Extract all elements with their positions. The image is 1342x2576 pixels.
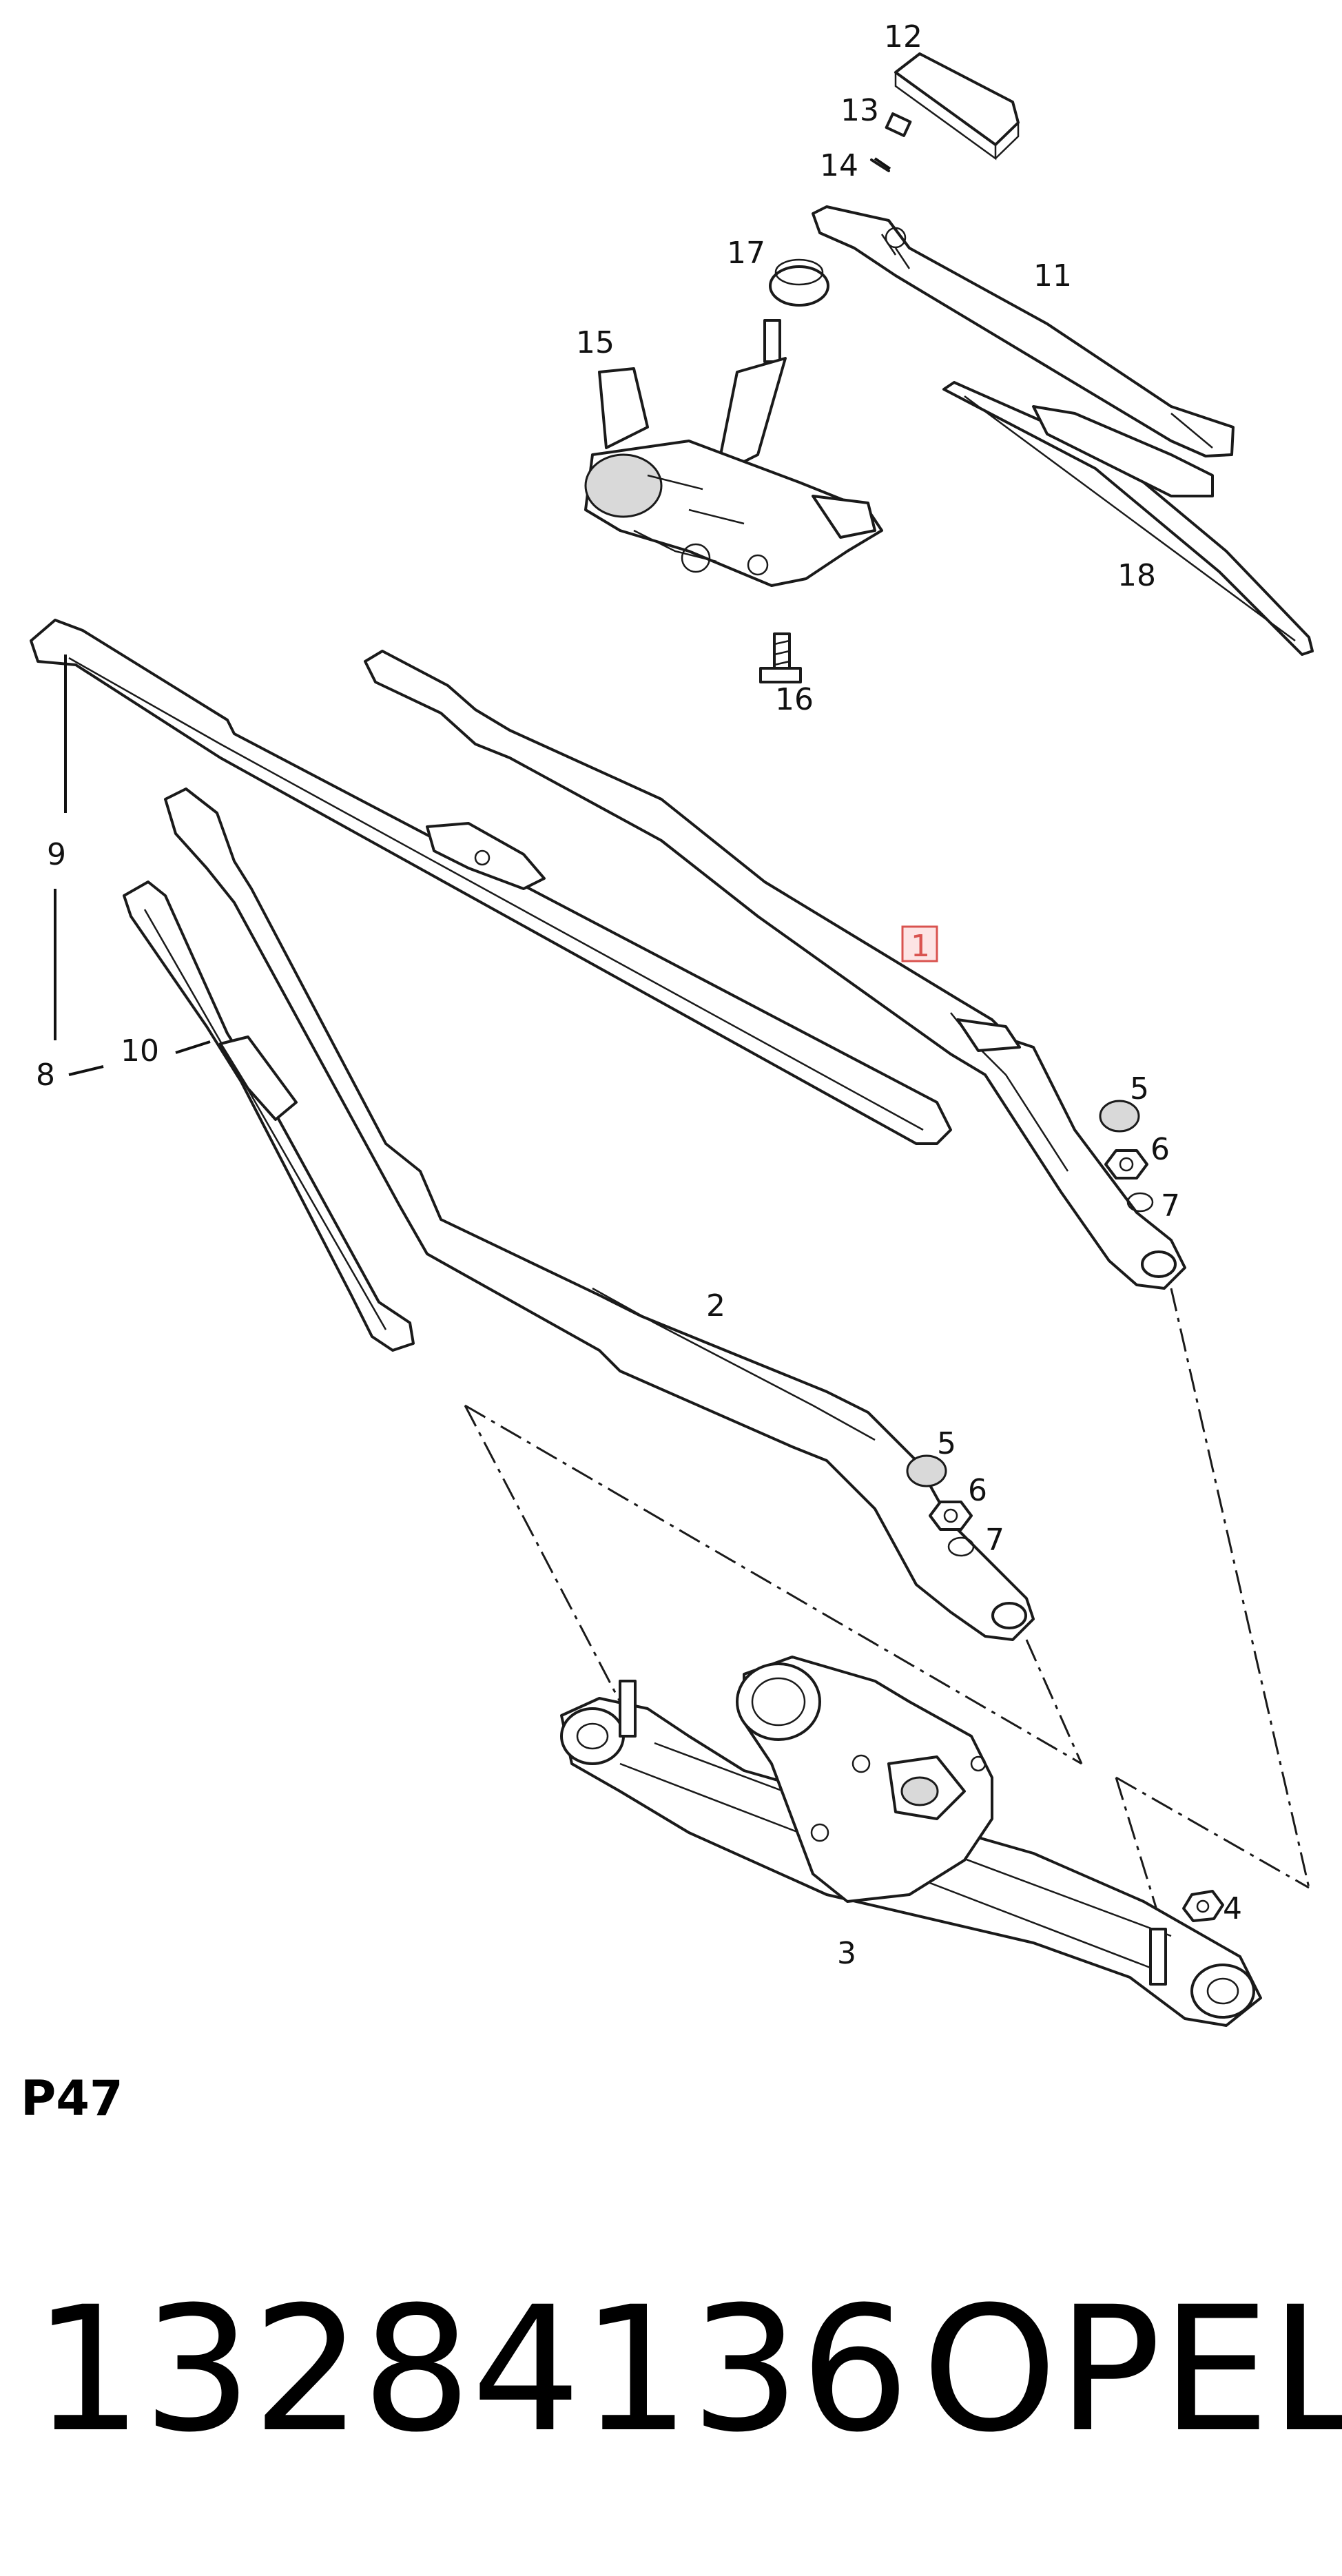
rear-wiper-nut-part[interactable]	[885, 112, 912, 137]
arm-nut-part-b[interactable]	[929, 1501, 973, 1531]
footer: 13284136 OPEL	[33, 2267, 1342, 2473]
rear-wiper-arm-part[interactable]	[812, 205, 1235, 457]
rear-wiper-cap-part[interactable]	[894, 52, 1020, 161]
callout-7a[interactable]: 7	[1161, 1188, 1180, 1224]
page-code: P47	[21, 2070, 123, 2127]
callout-3[interactable]: 3	[837, 1936, 856, 1971]
callout-16[interactable]: 16	[775, 682, 814, 717]
arm-cap-part-b[interactable]	[906, 1454, 947, 1487]
callout-9[interactable]: 9	[47, 837, 66, 872]
callout-17[interactable]: 17	[727, 236, 765, 271]
callout-2[interactable]: 2	[706, 1288, 725, 1323]
callout-18[interactable]: 18	[1117, 558, 1156, 593]
callout-1[interactable]: 1	[911, 929, 930, 964]
arm-nut-part-a[interactable]	[1104, 1149, 1148, 1179]
callout-15[interactable]: 15	[576, 325, 615, 360]
brand-name: OPEL	[922, 2269, 1342, 2470]
exploded-parts-diagram: 1 2 3 4 5 6 7 5 6 7 8 9 10 11 12 13 14 1…	[30, 19, 1314, 2027]
front-wiper-arm-passenger-part[interactable]	[164, 787, 1035, 1641]
highlight-box	[901, 925, 938, 962]
arm-washer-part-b[interactable]	[947, 1536, 975, 1557]
callout-5b[interactable]: 5	[937, 1426, 956, 1461]
wiper-linkage-motor-part[interactable]	[560, 1656, 1262, 2027]
arm-cap-part-a[interactable]	[1099, 1100, 1140, 1133]
rear-wiper-washer-part[interactable]	[870, 158, 890, 172]
rear-wiper-motor-part[interactable]	[584, 319, 883, 587]
callout-10[interactable]: 10	[121, 1033, 159, 1069]
motor-bolt-part[interactable]	[759, 632, 802, 683]
linkage-nut-part[interactable]	[1182, 1890, 1224, 1922]
arm-washer-part-a[interactable]	[1126, 1192, 1154, 1213]
callout-6a[interactable]: 6	[1150, 1132, 1170, 1167]
front-wiper-arm-driver-part[interactable]	[364, 650, 1186, 1290]
front-wiper-blade-passenger-part[interactable]	[123, 880, 415, 1352]
callout-leaders	[54, 157, 891, 1076]
callout-12[interactable]: 12	[884, 19, 922, 54]
assembly-guide-lines	[464, 1288, 1310, 1957]
callout-6b[interactable]: 6	[968, 1473, 987, 1508]
callout-14[interactable]: 14	[820, 148, 858, 183]
callout-11[interactable]: 11	[1033, 258, 1072, 293]
callout-8[interactable]: 8	[36, 1058, 55, 1093]
callout-7b[interactable]: 7	[985, 1523, 1004, 1558]
front-wiper-blade-driver-part[interactable]	[30, 619, 952, 1145]
callout-5a[interactable]: 5	[1130, 1071, 1149, 1106]
grommet-part[interactable]	[769, 258, 829, 307]
callout-4[interactable]: 4	[1223, 1891, 1242, 1926]
callout-13[interactable]: 13	[840, 93, 879, 128]
rear-wiper-blade-part[interactable]	[942, 381, 1314, 656]
part-number: 13284136	[33, 2269, 910, 2470]
